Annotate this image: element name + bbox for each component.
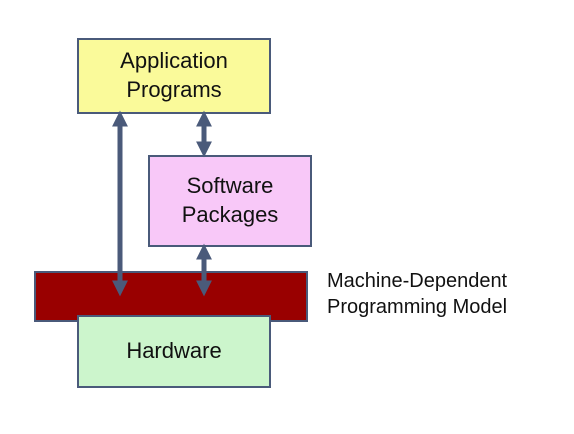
model-label-line1: Machine-Dependent <box>327 270 508 292</box>
software-label-line2: Packages <box>181 202 279 227</box>
application-programs-box: Application Programs <box>77 38 271 114</box>
application-label-line1: Application <box>120 48 228 74</box>
software-packages-box: Software Packages <box>148 155 312 247</box>
hardware-box: Hardware <box>77 315 271 388</box>
application-label-line2: Programs <box>126 77 222 102</box>
model-label-line2: Programming Model <box>327 296 508 318</box>
model-label: Machine-Dependent Programming Model <box>327 268 507 320</box>
software-label-line1: Software <box>186 173 274 199</box>
hardware-label: Hardware <box>126 338 222 364</box>
